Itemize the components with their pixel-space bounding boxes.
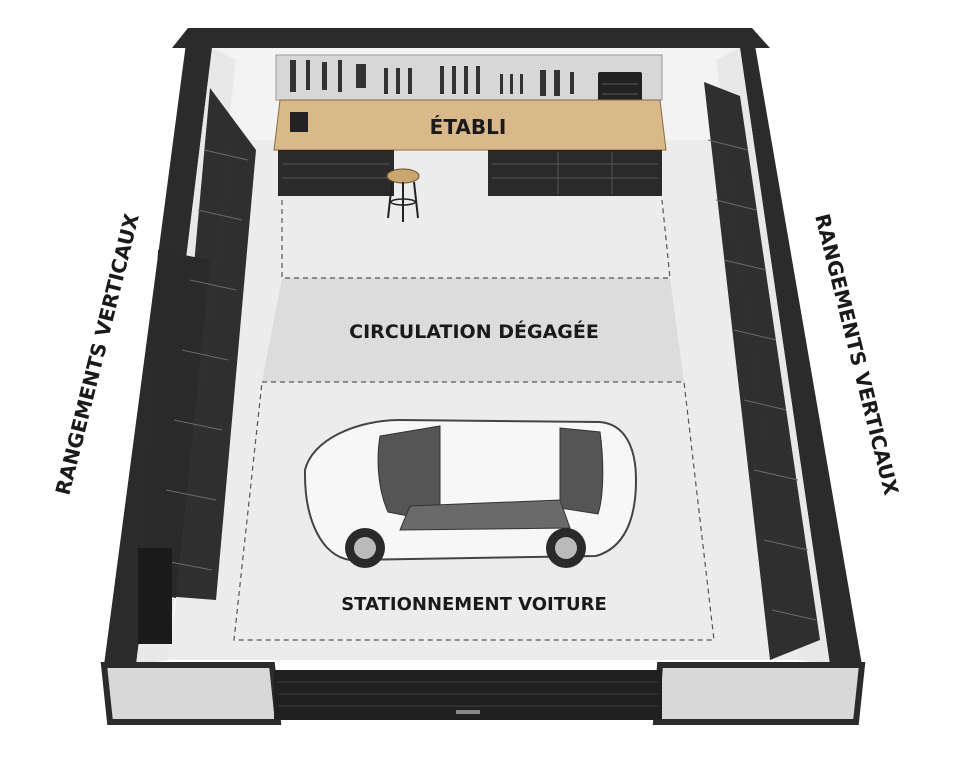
hanging-tools	[290, 60, 574, 96]
workbench-top	[273, 99, 667, 151]
label-circulation: CIRCULATION DÉGAGÉE	[349, 320, 599, 343]
parking-zone-outline	[233, 381, 715, 641]
workbench-cabinet-left	[278, 150, 394, 196]
bench-vise	[290, 112, 308, 132]
right-shelving	[704, 82, 820, 660]
workbench-cabinet-right	[488, 150, 662, 196]
front-wall-right	[652, 662, 866, 725]
work-zone-outline	[281, 199, 671, 279]
label-workbench: ÉTABLI	[430, 115, 507, 139]
circulation-zone	[262, 278, 684, 382]
stool	[386, 168, 420, 222]
door-handle	[456, 710, 480, 714]
left-shelving	[138, 88, 256, 644]
wall-top	[172, 28, 770, 48]
wall-right	[740, 28, 862, 665]
label-parking: STATIONNEMENT VOITURE	[341, 594, 607, 615]
floor	[168, 140, 798, 660]
car	[303, 418, 638, 568]
label-left-storage: RANGEMENTS VERTICAUX	[51, 211, 144, 498]
front-wall-left	[100, 662, 282, 725]
